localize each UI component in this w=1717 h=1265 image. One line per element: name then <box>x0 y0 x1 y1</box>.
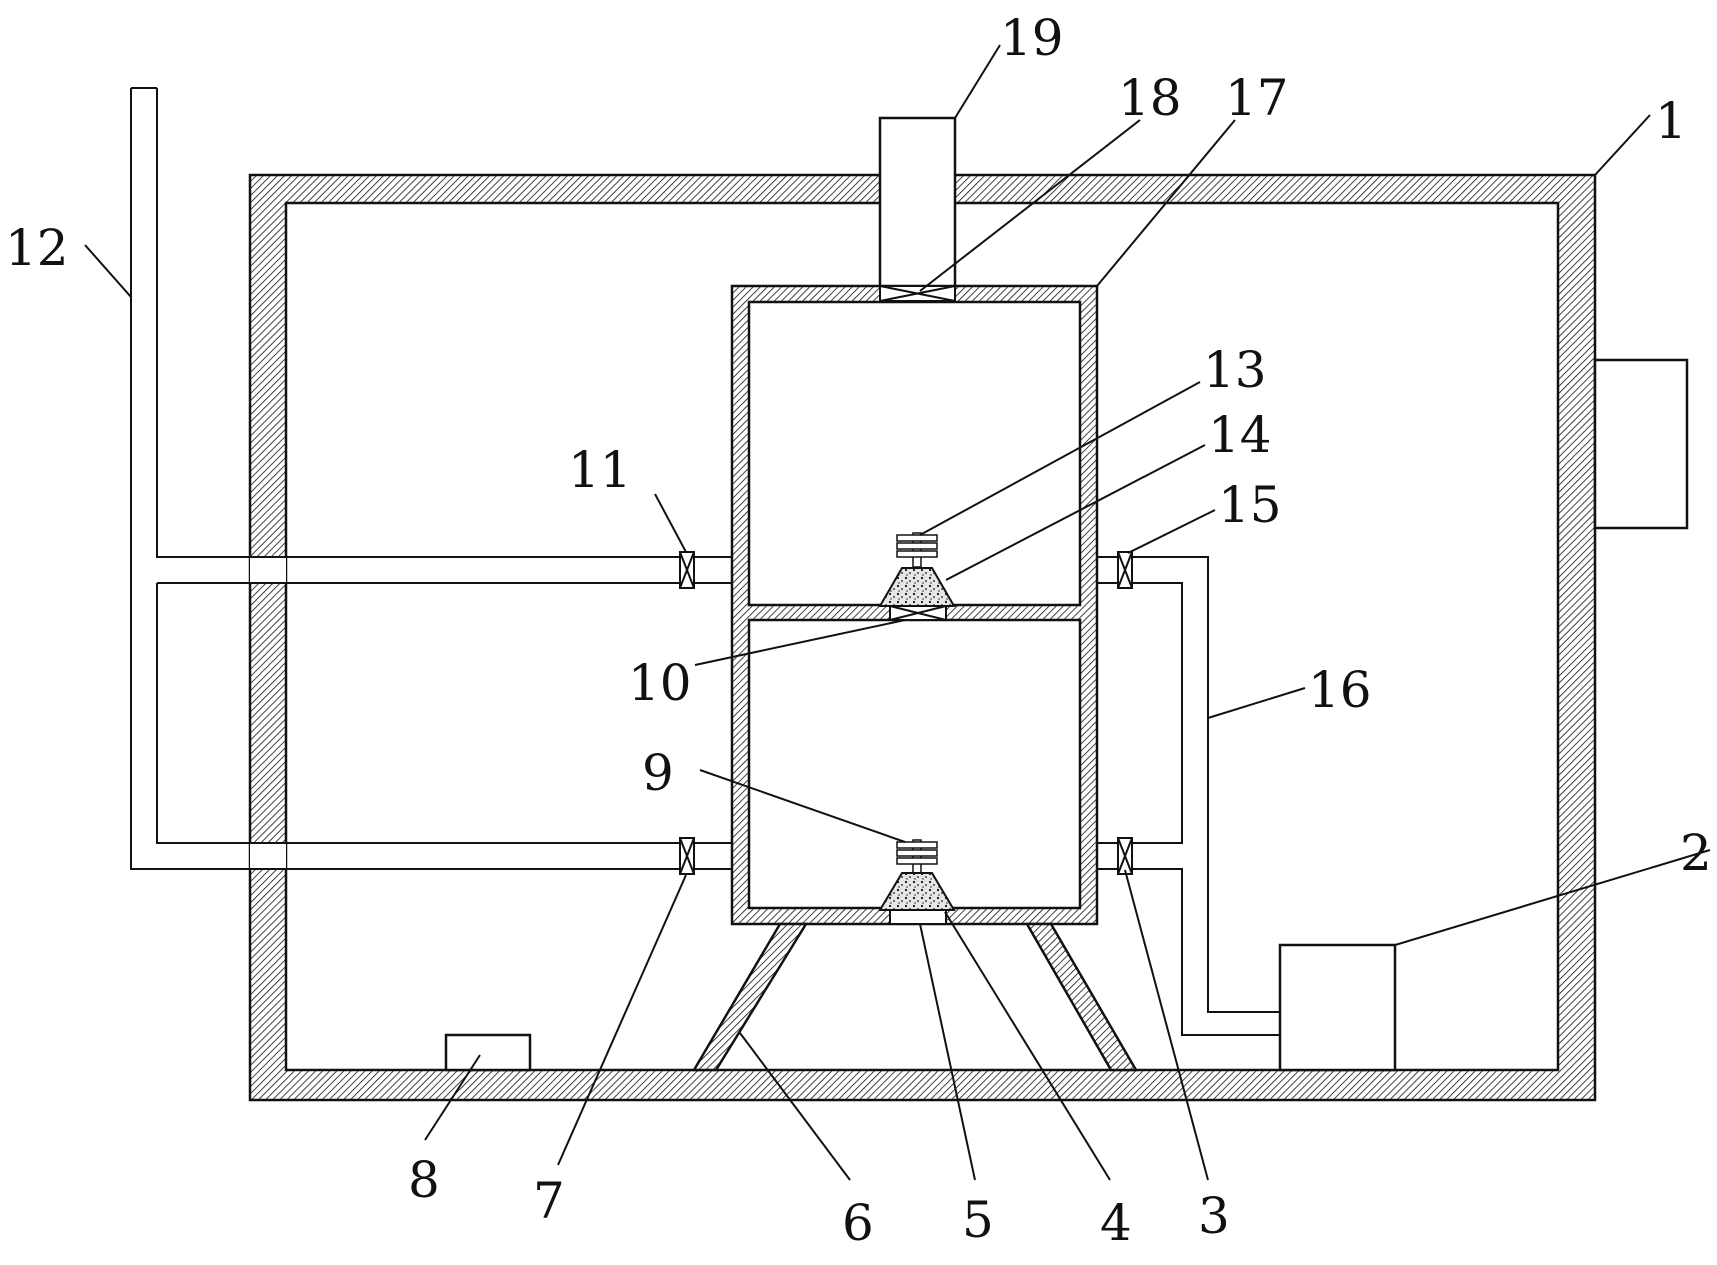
label-19: 19 <box>1000 9 1064 67</box>
label-14: 14 <box>1208 406 1272 464</box>
label-7: 7 <box>533 1172 565 1230</box>
label-4: 4 <box>1100 1194 1132 1252</box>
label-11: 11 <box>568 441 632 499</box>
return-pipe <box>1097 556 1280 1036</box>
valve-upper-right <box>1117 551 1133 589</box>
label-10: 10 <box>628 654 692 712</box>
label-6: 6 <box>842 1194 874 1252</box>
label-8: 8 <box>408 1151 440 1209</box>
top-valve <box>879 285 956 302</box>
label-18: 18 <box>1118 69 1182 127</box>
label-12: 12 <box>5 219 69 277</box>
label-5: 5 <box>962 1191 994 1249</box>
valve-upper-left <box>679 551 695 589</box>
inlet-pipe <box>130 87 733 870</box>
leader-lines <box>84 44 1711 1181</box>
lower-stirrer <box>878 839 956 925</box>
label-16: 16 <box>1308 661 1372 719</box>
base-block <box>444 1033 532 1072</box>
label-9: 9 <box>642 744 674 802</box>
label-3: 3 <box>1198 1187 1230 1245</box>
label-1: 1 <box>1655 92 1687 150</box>
label-15: 15 <box>1218 476 1282 534</box>
support-legs <box>691 922 1139 1072</box>
label-17: 17 <box>1225 69 1289 127</box>
pump-box <box>1278 943 1397 1072</box>
label-2: 2 <box>1680 824 1712 882</box>
side-box <box>1593 358 1689 530</box>
upper-stirrer <box>878 532 956 621</box>
label-13: 13 <box>1203 341 1267 399</box>
valve-lower-left <box>679 837 695 875</box>
valve-lower-right <box>1117 837 1133 875</box>
part-labels: 1 2 3 4 5 6 7 8 9 10 11 12 13 14 15 16 1… <box>5 9 1712 1252</box>
exhaust-duct <box>878 116 957 290</box>
